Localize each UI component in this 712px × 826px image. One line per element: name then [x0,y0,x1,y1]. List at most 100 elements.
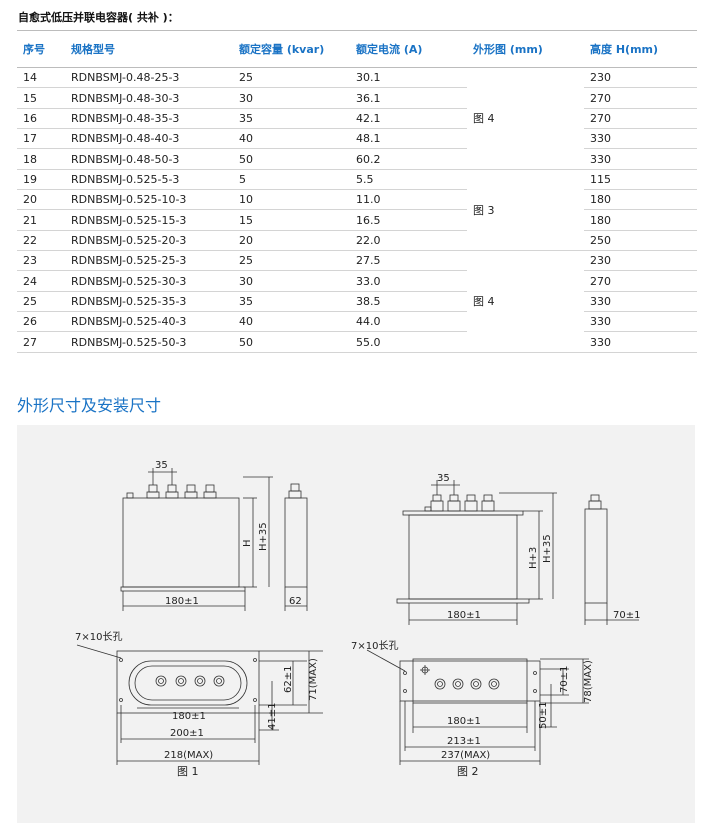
fig1-side-body [284,497,308,588]
cell-height: 330 [584,128,697,150]
cell-current: 42.1 [350,108,467,130]
cell-height: 230 [584,67,697,89]
drawing-panel: 35 180±1 H H+35 62 7×10长孔 180±1 200±1 [17,425,695,823]
cell-kvar: 30 [233,270,350,292]
fig2-height-h35: H+35 [542,534,553,563]
fig2-bottom-213: 213±1 [447,736,481,747]
cell-model: RDNBSMJ-0.48-30-3 [65,87,233,109]
cell-figure: 图 4 [467,250,584,353]
cell-no: 16 [17,108,65,130]
fig2-base-plate [396,598,530,604]
cell-kvar: 35 [233,291,350,313]
fig1-bottom-200: 200±1 [170,728,204,739]
cell-model: RDNBSMJ-0.525-40-3 [65,311,233,333]
spec-header-title: 自愈式低压并联电容器( 共补 )： [18,11,179,24]
cell-model: RDNBSMJ-0.525-35-3 [65,291,233,313]
cell-model: RDNBSMJ-0.525-10-3 [65,189,233,211]
cell-no: 23 [17,250,65,272]
cell-model: RDNBSMJ-0.525-25-3 [65,250,233,272]
cell-height: 270 [584,270,697,292]
cell-kvar: 10 [233,189,350,211]
cell-kvar: 40 [233,128,350,150]
cell-height: 180 [584,189,697,211]
cell-model: RDNBSMJ-0.48-40-3 [65,128,233,150]
section-title: 外形尺寸及安装尺寸 [17,396,162,415]
fig1-caption: 图 1 [177,765,199,778]
cell-figure: 图 3 [467,169,584,252]
fig1-bottom-218: 218(MAX) [164,750,213,761]
cell-kvar: 35 [233,108,350,130]
cell-height: 330 [584,291,697,313]
cell-height: 330 [584,311,697,333]
fig1-base-plate [120,586,246,592]
cell-model: RDNBSMJ-0.525-5-3 [65,169,233,191]
cell-no: 25 [17,291,65,313]
cell-current: 11.0 [350,189,467,211]
fig1-bottom-180: 180±1 [172,711,206,722]
cell-no: 21 [17,209,65,231]
fig1-depth-62: 62 [289,596,302,607]
cell-height: 230 [584,250,697,272]
col-header-kvar: 额定容量 (kvar) [233,30,350,68]
cell-height: 330 [584,148,697,170]
cell-no: 15 [17,87,65,109]
cell-current: 36.1 [350,87,467,109]
fig1-plan-oval [128,660,248,706]
cell-height: 180 [584,209,697,231]
cell-figure: 图 4 [467,67,584,170]
fig2-width-180: 180±1 [447,610,481,621]
fig2-side-view: 70±1 [584,494,640,625]
fig2-bottom-180: 180±1 [447,716,481,727]
col-header-figure: 外形图 (mm) [467,30,584,68]
fig2-side-body [584,508,608,604]
cell-model: RDNBSMJ-0.525-30-3 [65,270,233,292]
fig1-side-view: 62 [284,483,308,611]
spec-table: 序号 规格型号 额定容量 (kvar) 额定电流 (A) 外形图 (mm) 高度… [17,30,697,353]
cell-model: RDNBSMJ-0.525-20-3 [65,230,233,252]
fig2-bottom-237: 237(MAX) [441,750,490,761]
fig1-v71: 71(MAX) [308,658,319,701]
col-header-height: 高度 H(mm) [584,30,697,68]
fig1-front-view: 35 180±1 H H+35 [120,460,273,611]
cell-kvar: 20 [233,230,350,252]
fig2-pitch-35: 35 [437,473,450,484]
col-header-current: 额定电流 (A) [350,30,467,68]
cell-current: 55.0 [350,331,467,353]
cell-no: 24 [17,270,65,292]
fig2-front-view: 35 180±1 H+3 H+35 [396,473,557,625]
cell-model: RDNBSMJ-0.525-50-3 [65,331,233,353]
cell-no: 22 [17,230,65,252]
cell-kvar: 25 [233,250,350,272]
cell-no: 19 [17,169,65,191]
cell-current: 48.1 [350,128,467,150]
cell-current: 27.5 [350,250,467,272]
cell-kvar: 15 [233,209,350,231]
cell-current: 22.0 [350,230,467,252]
cell-no: 26 [17,311,65,333]
fig2-body [408,514,518,600]
fig2-depth-70: 70±1 [613,610,640,621]
fig2-slot-label: 7×10长孔 [351,640,398,652]
cell-kvar: 50 [233,331,350,353]
cell-kvar: 50 [233,148,350,170]
fig1-height-h: H [242,539,253,547]
cell-height: 115 [584,169,697,191]
cell-model: RDNBSMJ-0.525-15-3 [65,209,233,231]
fig1-pitch-35: 35 [155,460,168,471]
fig1-height-h35: H+35 [258,522,269,551]
fig2-height-h3: H+3 [528,547,539,569]
cell-height: 250 [584,230,697,252]
fig1-plan-plate [116,650,260,714]
fig1-v62: 62±1 [283,666,294,693]
